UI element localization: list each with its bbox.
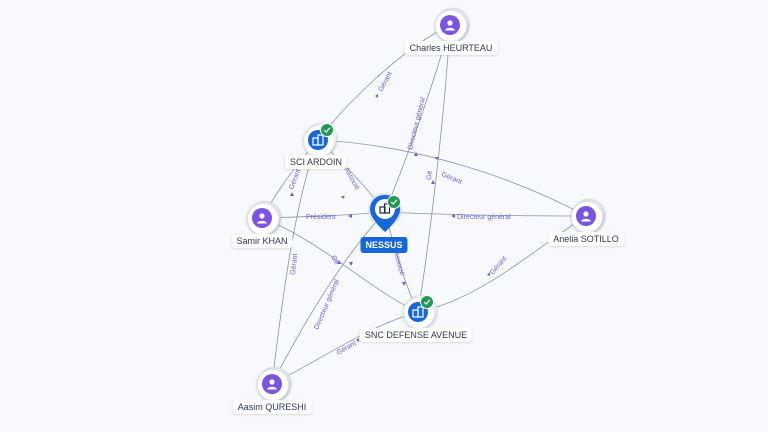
edge-label-sci-anelia: Gérant [440,171,463,186]
edge-label-anelia-snc: Gérant [489,255,508,276]
node-label[interactable]: Anelia SOTILLO [548,232,624,246]
edge-arrow [348,214,352,218]
edge-label-charles-nessus: Directeur général [407,96,427,150]
user-avatar-icon [262,374,282,394]
edge-label-sci-samir: Gérant [288,168,302,191]
node-label[interactable]: SNC DEFENSE AVENUE [359,328,473,342]
edge-charles-snc[interactable] [417,24,451,313]
edge-aasim-nessus[interactable] [271,211,386,385]
edge-label-aasim-snc: Gérant [336,340,358,357]
verified-check-icon [387,195,401,209]
edge-arrow [375,94,378,98]
edge-anelia-snc[interactable] [417,215,587,313]
edge-arrow [451,214,455,218]
edge-arrow [431,180,435,184]
edge-label-charles-snc: Gé [426,170,434,180]
edge-arrow [487,272,490,276]
edge-anelia-nessus[interactable] [384,211,587,217]
edge-label-samir-nessus: Président [306,214,336,221]
edge-arrow [356,338,359,342]
verified-check-icon [420,295,434,309]
user-avatar-icon [576,206,596,226]
edge-arrow [435,157,439,160]
node-label[interactable]: Samir KHAN [231,234,293,248]
edge-arrow [290,192,294,196]
edge-label-nessus-snc: Associé [392,251,405,277]
node-label[interactable]: Aasim QURESHI [232,400,312,414]
verified-check-icon [320,123,334,137]
edge-arrow [337,260,341,264]
edge-label-anelia-nessus: Directeur général [457,214,511,221]
edge-samir-snc[interactable] [261,217,419,313]
node-label[interactable]: SCI ARDOIN [284,155,348,169]
edge-arrow [341,196,345,199]
edge-arrow [402,282,406,286]
main-node-label[interactable]: NESSUS [360,237,408,253]
node-label[interactable]: Charles HEURTEAU [404,41,498,55]
user-avatar-icon [440,15,460,35]
user-avatar-icon [252,208,272,228]
edge-label-aasim-nessus: Directeur général [313,278,341,331]
edge-arrow [414,152,418,156]
edge-label-aasim-sci: Gérant [290,253,299,275]
edge-arrow [349,262,353,266]
edge-label-samir-snc: Gé [329,255,340,267]
edge-sci-anelia[interactable] [317,139,587,217]
